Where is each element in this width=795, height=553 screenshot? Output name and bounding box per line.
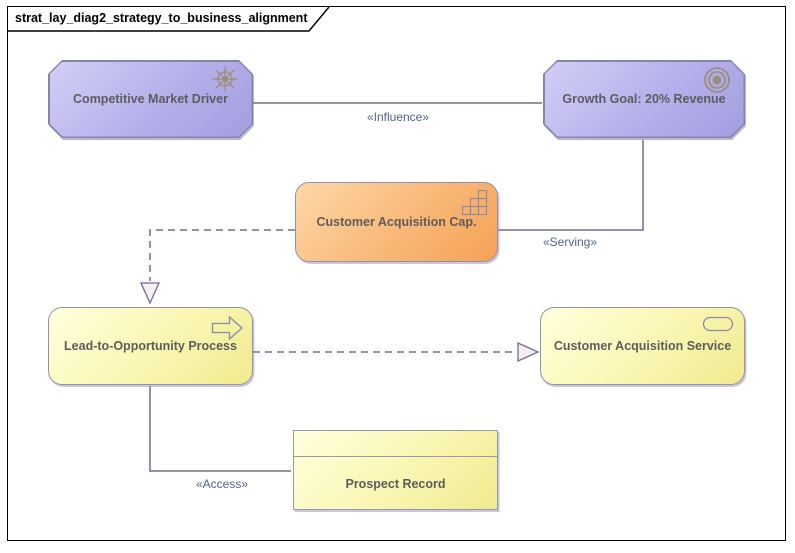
hollow-triangle-arrowhead-down [139, 282, 161, 305]
diagram-frame [7, 6, 786, 541]
access-connector[interactable] [149, 386, 291, 472]
node-lead-to-opportunity-process[interactable]: Lead-to-Opportunity Process [48, 307, 253, 385]
business-object-header-band [294, 431, 497, 457]
capability-grid-icon [461, 189, 488, 216]
node-label: Lead-to-Opportunity Process [64, 339, 237, 353]
node-label: Customer Acquisition Service [553, 339, 732, 353]
target-icon [704, 67, 730, 93]
node-growth-goal[interactable]: Growth Goal: 20% Revenue [543, 60, 745, 138]
process-arrow-icon [211, 315, 243, 341]
diagram-title: strat_lay_diag2_strategy_to_business_ali… [15, 11, 308, 25]
access-label: «Access» [195, 477, 249, 491]
serving-connector[interactable] [498, 140, 644, 231]
node-label: Competitive Market Driver [73, 92, 228, 106]
serving-label: «Serving» [542, 235, 598, 249]
node-customer-acquisition-service[interactable]: Customer Acquisition Service [540, 307, 745, 385]
node-label: Prospect Record [345, 476, 446, 491]
node-prospect-record[interactable]: Prospect Record [293, 430, 498, 510]
octagon-fill [545, 62, 744, 137]
octagon-fill [50, 62, 252, 137]
ship-wheel-icon [212, 66, 238, 92]
node-competitive-market-driver[interactable]: Competitive Market Driver [48, 60, 253, 138]
node-label: Customer Acquisition Cap. [316, 215, 477, 229]
hollow-triangle-arrowhead-right [517, 341, 540, 363]
influence-label: «Influence» [366, 110, 430, 124]
node-customer-acquisition-capability[interactable]: Customer Acquisition Cap. [295, 182, 498, 262]
node-label: Growth Goal: 20% Revenue [562, 92, 726, 106]
frame-tab-outline [8, 6, 330, 32]
service-pill-icon [702, 316, 734, 332]
realization-connector-capability-process[interactable] [149, 229, 295, 281]
